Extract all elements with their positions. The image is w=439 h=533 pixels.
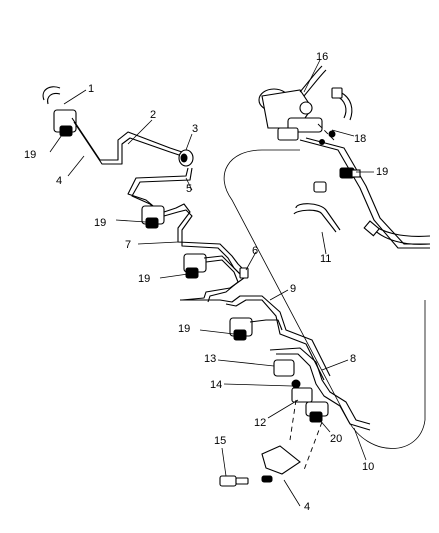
callout-label: 19: [94, 217, 106, 229]
middle-fuel-lines: [127, 167, 249, 303]
callout-label: 11: [320, 253, 331, 265]
callout-label: 1: [88, 83, 94, 95]
callout-label: 20: [330, 433, 342, 445]
callout-label: 6: [252, 245, 258, 257]
callout-label: 4: [56, 175, 62, 187]
left-fuel-line: [42, 86, 194, 167]
callout-label: 2: [150, 109, 156, 121]
rear-fuel-lines: [269, 347, 371, 471]
clip-19-right: [339, 167, 361, 179]
callout-label: 13: [204, 353, 216, 365]
callout-label: 19: [178, 323, 190, 335]
callout-label: 19: [24, 149, 36, 161]
callout-label: 5: [186, 183, 192, 195]
callout-label: 19: [138, 273, 150, 285]
callout-label: 7: [125, 239, 131, 251]
callout-label: 18: [354, 133, 366, 145]
callout-label: 9: [290, 283, 296, 295]
callout-label: 15: [214, 435, 226, 447]
callout-label: 3: [192, 123, 198, 135]
main-fuel-lines: [299, 123, 431, 249]
callout-label: 4: [304, 501, 310, 513]
lower-fuel-lines: [180, 295, 331, 381]
callout-label: 16: [316, 51, 328, 63]
callout-label: 10: [362, 461, 374, 473]
regulator-assembly: [258, 65, 353, 145]
bracket-and-bolt: [219, 445, 301, 487]
callouts: 1 2 3 4 5 6 7 8 9 10 11 12 13 14 15 16 1: [24, 51, 388, 513]
callout-label: 19: [376, 166, 388, 178]
callout-label: 8: [350, 353, 356, 365]
callout-label: 12: [254, 417, 266, 429]
hose-11: [293, 181, 341, 233]
callout-label: 14: [210, 379, 222, 391]
